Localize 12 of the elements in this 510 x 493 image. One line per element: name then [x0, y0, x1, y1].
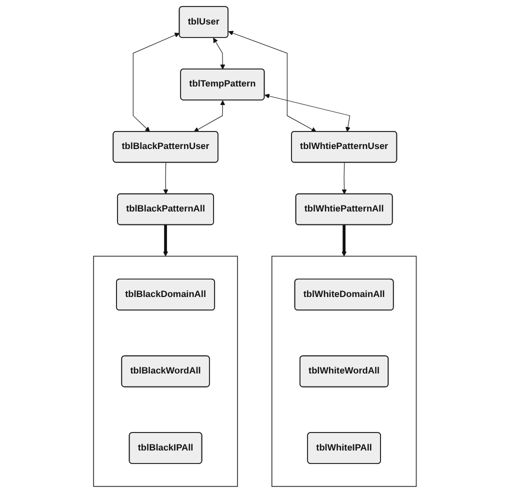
arrow [163, 224, 168, 256]
arrow [264, 94, 350, 132]
arrow [342, 162, 347, 194]
arrow [194, 100, 226, 132]
arrow [342, 224, 347, 256]
cluster [272, 256, 417, 487]
diagram: tblUser tblTempPattern tblBlackPatternUser tblWhtiePatternUser tblBlackPatternAll tblWhtiePatternAll tblBlackDomainAll tblBlackWordAll tblBlackIPAll tblWhiteDomainAll tblWhiteWordAll tblWhiteIPAll [89, 2, 421, 491]
arrow [132, 32, 180, 132]
arrow [228, 30, 316, 132]
arrow [213, 38, 226, 70]
cluster [93, 256, 238, 487]
arrow [163, 162, 168, 194]
